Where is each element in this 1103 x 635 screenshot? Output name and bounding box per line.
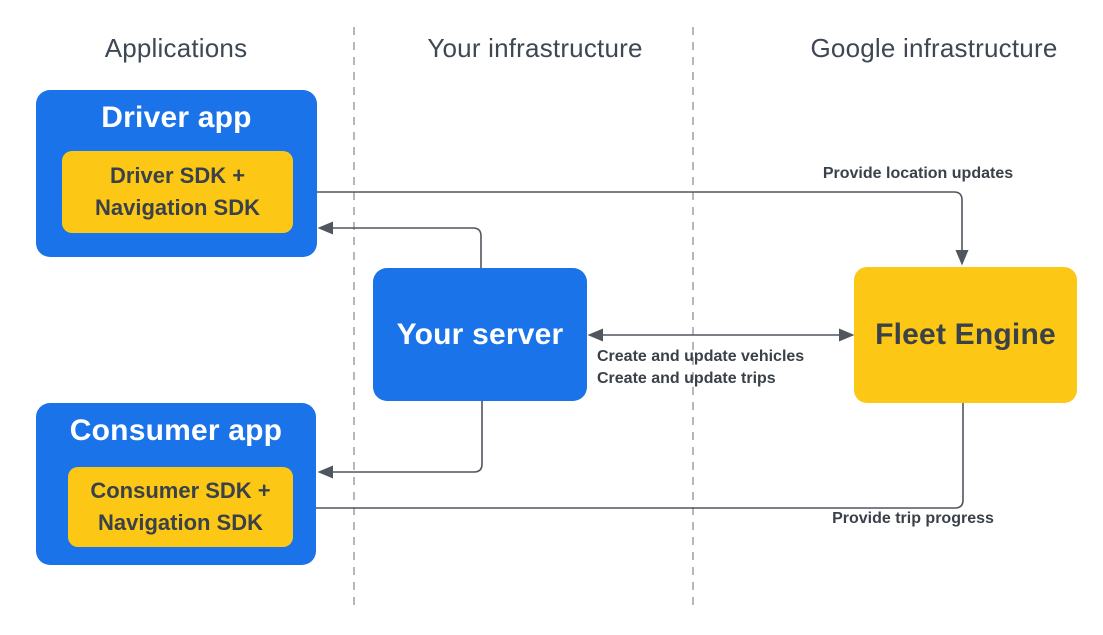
edge-label-provide-location-updates: Provide location updates — [822, 165, 1014, 182]
edge-provide-location-updates — [290, 191, 963, 251]
edge-server-to-driver-app — [333, 227, 482, 268]
edge-label-create-update-vehicles: Create and update vehicles — [597, 348, 805, 365]
edge-label-create-update: Create and update vehicles Create and up… — [597, 346, 804, 390]
arrowhead-left-driver-app-icon — [317, 221, 333, 235]
arrowhead-left-consumer-app-icon — [317, 465, 333, 479]
consumer-sdk-line1: Consumer SDK + — [90, 478, 271, 503]
edge-label-provide-trip-progress: Provide trip progress — [832, 510, 994, 527]
driver-sdk-line2: Navigation SDK — [94, 195, 261, 220]
consumer-sdk-line2: Navigation SDK — [97, 510, 264, 535]
arrowhead-left-your-server-icon — [587, 328, 603, 342]
column-header-applications: Applications — [104, 33, 248, 63]
driver-app-title: Driver app — [101, 101, 252, 134]
arrowhead-right-fleet-engine-icon — [839, 328, 855, 342]
driver-sdk-node: Driver SDK + Navigation SDK — [62, 151, 293, 233]
edge-server-to-consumer-app — [333, 401, 483, 473]
driver-sdk-line1: Driver SDK + — [109, 163, 246, 188]
column-header-google-infrastructure: Google infrastructure — [810, 33, 1058, 63]
column-header-your-infrastructure: Your infrastructure — [427, 33, 643, 63]
your-server-node: Your server — [373, 268, 587, 401]
arrowhead-down-fleet-engine-icon — [955, 250, 969, 266]
edge-label-create-update-trips: Create and update trips — [597, 370, 776, 387]
fleet-engine-node: Fleet Engine — [854, 267, 1077, 403]
consumer-sdk-node: Consumer SDK + Navigation SDK — [68, 467, 293, 547]
edge-provide-trip-progress — [308, 403, 964, 509]
consumer-app-title: Consumer app — [69, 414, 283, 447]
